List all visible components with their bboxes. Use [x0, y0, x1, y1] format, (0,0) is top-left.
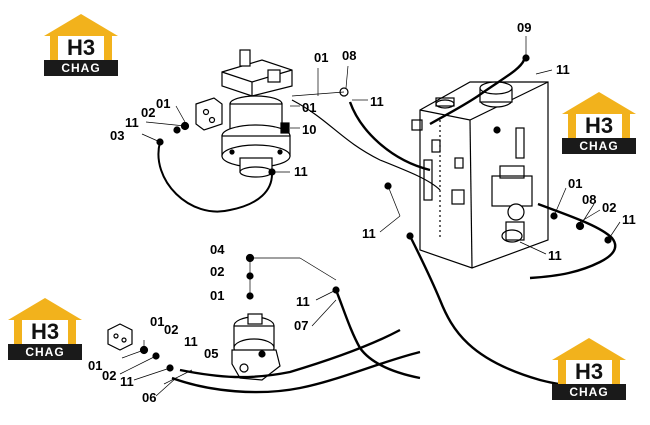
logo-roof-icon [552, 338, 626, 360]
callout-label: 01 [302, 100, 316, 115]
callout-label: 01 [568, 176, 582, 191]
hose-tank-to-right [529, 202, 617, 280]
callout-label: 11 [362, 226, 376, 241]
callout-label: 11 [548, 248, 562, 263]
hydraulic-tank [411, 81, 549, 269]
callout-label: 09 [517, 20, 531, 35]
brand-logo: H3 CHAG [44, 14, 118, 78]
callout-label: 11 [622, 212, 636, 227]
callout-label: 01 [156, 96, 170, 111]
callout-label: 01 [150, 314, 164, 329]
callout-label: 06 [142, 390, 156, 405]
hose-09-to-tank [429, 59, 526, 126]
callout-label: 04 [210, 242, 225, 257]
logo-roof-icon [562, 92, 636, 114]
manifold-block-top [195, 97, 223, 131]
callout-label: 10 [302, 122, 316, 137]
logo-caption: CHAG [8, 344, 82, 360]
hose-03-loop [157, 141, 273, 213]
logo-roof-icon [44, 14, 118, 36]
brand-logo: H3 CHAG [562, 92, 636, 156]
hose-06 [171, 350, 421, 394]
callout-label: 02 [141, 105, 155, 120]
hose-08-to-tank [348, 101, 431, 172]
brand-logo: H3 CHAG [552, 338, 626, 402]
hydraulic-pump [231, 313, 281, 381]
logo-mark: H3 [58, 36, 104, 60]
callout-label: 02 [164, 322, 178, 337]
callout-label: 11 [296, 294, 310, 309]
logo-roof-icon [8, 298, 82, 320]
logo-caption: CHAG [552, 384, 626, 400]
callout-label: 11 [184, 334, 198, 349]
logo-mark: H3 [22, 320, 68, 344]
callout-label: 01 [88, 358, 102, 373]
callout-label: 02 [102, 368, 116, 383]
manifold-block-bottom [107, 323, 133, 351]
logo-mark: H3 [576, 114, 622, 138]
callout-label: 01 [210, 288, 224, 303]
callout-label: 02 [210, 264, 224, 279]
callout-label: 07 [294, 318, 308, 333]
callout-label: 08 [342, 48, 356, 63]
callout-label: 08 [582, 192, 596, 207]
callout-label: 11 [120, 374, 134, 389]
callout-label: 11 [125, 115, 139, 130]
logo-caption: CHAG [562, 138, 636, 154]
logo-caption: CHAG [44, 60, 118, 76]
swivel-joint [221, 49, 293, 178]
callout-label: 11 [294, 164, 308, 179]
callout-label: 02 [602, 200, 616, 215]
callout-labels: 01 08 09 11 11 02 01 11 03 01 10 11 01 0… [88, 20, 636, 405]
brand-logo: H3 CHAG [8, 298, 82, 362]
callout-label: 03 [110, 128, 124, 143]
callout-label: 05 [204, 346, 218, 361]
callout-label: 01 [314, 50, 328, 65]
callout-label: 11 [556, 62, 570, 77]
callout-label: 11 [370, 94, 384, 109]
hose-05 [179, 328, 401, 379]
leader-lines [119, 36, 621, 397]
hose-swivel-to-tank [291, 99, 441, 191]
logo-mark: H3 [566, 360, 612, 384]
